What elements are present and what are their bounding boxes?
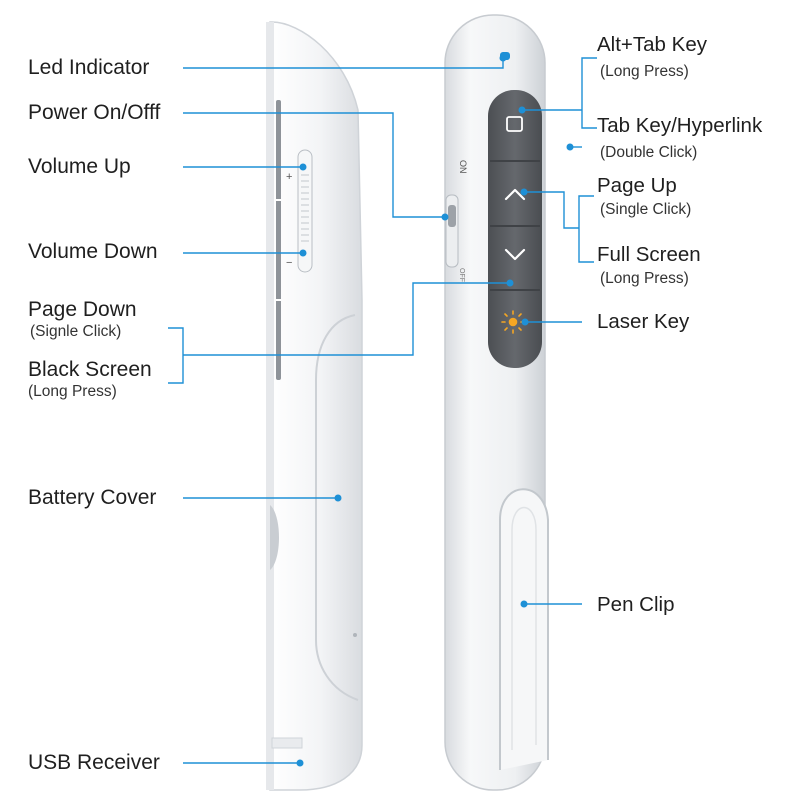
label-alt-tab: Alt+Tab Key (597, 33, 707, 56)
label-full-screen-sub: (Long Press) (600, 270, 689, 287)
label-pen-clip: Pen Clip (597, 593, 675, 616)
label-page-down: Page Down (28, 298, 137, 321)
battery-cover-seam (315, 314, 359, 701)
label-page-up: Page Up (597, 174, 677, 197)
switch-on-mark: ON (458, 160, 468, 174)
label-led-indicator: Led Indicator (28, 56, 150, 79)
label-volume-down: Volume Down (28, 240, 158, 263)
label-tab-hyperlink-sub: (Double Click) (600, 144, 698, 161)
label-laser-key: Laser Key (597, 310, 690, 333)
side-button-strip (276, 100, 281, 380)
leader-page-down (183, 282, 510, 356)
switch-off-mark: OFF (458, 268, 465, 282)
button-panel (488, 90, 542, 368)
label-page-down-sub: (Signle Click) (30, 323, 122, 340)
label-battery-cover: Battery Cover (28, 486, 157, 509)
pen-clip (499, 488, 549, 770)
side-rim (266, 22, 274, 790)
chevron-up-icon (504, 188, 526, 201)
side-view-device (266, 21, 363, 791)
volume-minus-mark: − (286, 257, 292, 269)
usb-end (271, 737, 303, 749)
leader-bracket-pageup (578, 195, 594, 263)
volume-plus-mark: + (286, 171, 292, 183)
leader-bracket-alt-tab (581, 57, 597, 129)
label-black-screen-sub: (Long Press) (28, 383, 117, 400)
leader-bracket-left (168, 327, 184, 384)
label-tab-hyperlink: Tab Key/Hyperlink (597, 114, 763, 137)
label-full-screen: Full Screen (597, 243, 701, 266)
side-notch (270, 505, 279, 570)
anchor-dots (296, 54, 574, 767)
label-power: Power On/Offf (28, 101, 161, 124)
laser-sun-icon (501, 310, 525, 334)
leader-power (183, 112, 445, 218)
label-volume-up: Volume Up (28, 155, 131, 178)
leader-pageup (524, 191, 579, 229)
square-icon (506, 116, 523, 132)
chevron-down-icon (504, 248, 526, 261)
label-page-up-sub: (Single Click) (600, 201, 692, 218)
front-view-device (444, 14, 549, 791)
label-black-screen: Black Screen (28, 358, 152, 381)
label-alt-tab-sub: (Long Press) (600, 63, 689, 80)
label-usb-receiver: USB Receiver (28, 751, 160, 774)
